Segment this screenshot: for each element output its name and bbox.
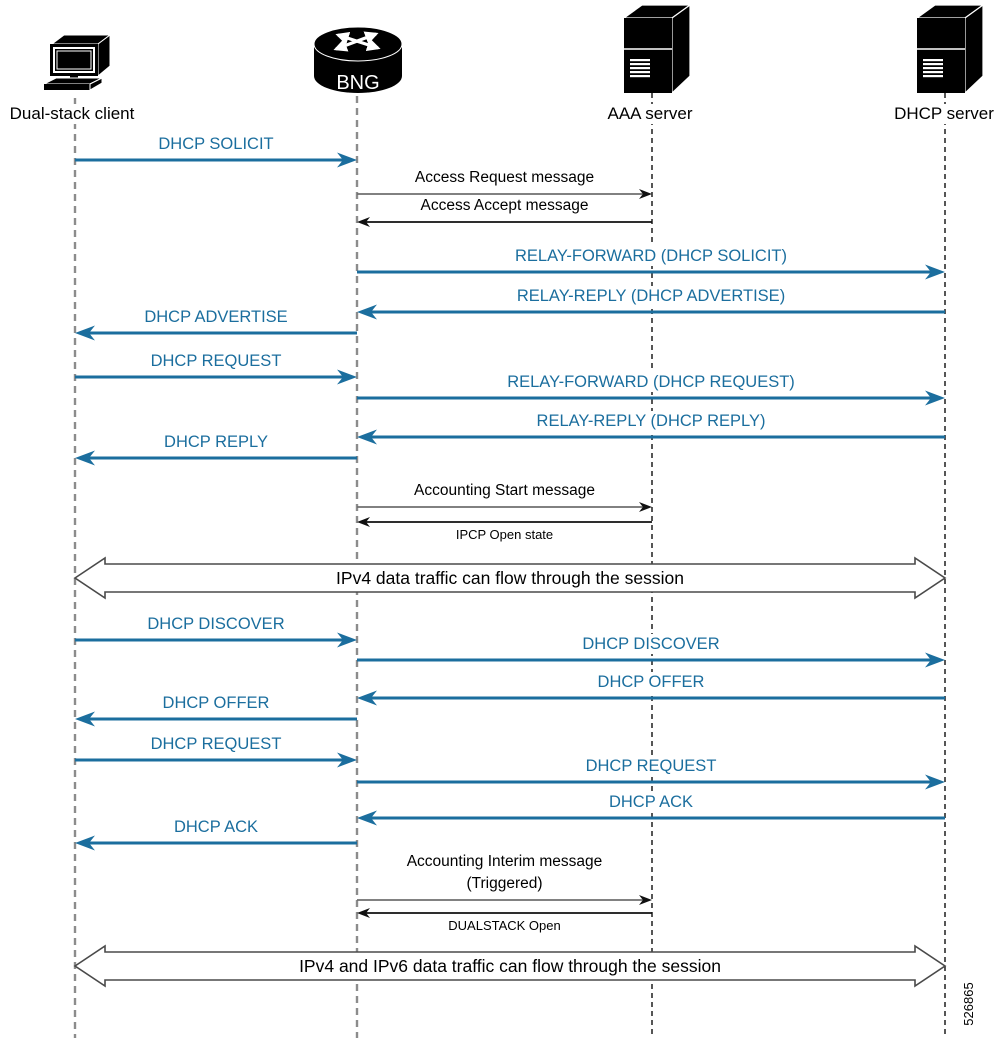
message-label: Access Accept message — [417, 196, 592, 216]
message-arrowhead — [639, 502, 652, 512]
lifeline-label-bng: BNG — [336, 72, 379, 94]
message-arrowhead — [357, 217, 370, 227]
lifeline-label-dhcp: DHCP server — [891, 104, 997, 124]
message-label: Access Request message — [411, 168, 598, 188]
traffic-band — [73, 944, 947, 988]
message-arrowhead — [357, 429, 377, 445]
message-arrowhead — [357, 304, 377, 320]
traffic-band — [73, 556, 947, 600]
message-label: DHCP OFFER — [594, 672, 708, 692]
figure-id: 526865 — [961, 982, 976, 1026]
desktop-computer-icon — [43, 34, 112, 91]
message-arrowhead — [75, 711, 95, 727]
message-arrowhead — [925, 390, 945, 406]
message-arrowhead — [639, 189, 652, 199]
message-label: RELAY-REPLY (DHCP REPLY) — [533, 411, 769, 431]
message-arrowhead — [357, 517, 370, 527]
message-arrowhead — [925, 652, 945, 668]
message-label: DHCP ADVERTISE — [141, 307, 291, 327]
message-arrowhead — [357, 810, 377, 826]
message-label: DHCP DISCOVER — [579, 634, 723, 654]
message-arrowhead — [925, 264, 945, 280]
message-label: RELAY-REPLY (DHCP ADVERTISE) — [513, 286, 789, 306]
server-icon — [915, 3, 985, 95]
message-arrowhead — [357, 908, 370, 918]
traffic-band-label: IPv4 and IPv6 data traffic can flow thro… — [299, 956, 721, 976]
message-label: DHCP SOLICIT — [155, 134, 277, 154]
message-arrowhead — [337, 369, 357, 385]
message-label: (Triggered) — [463, 874, 546, 894]
message-arrowhead — [337, 632, 357, 648]
lifeline-label-aaa: AAA server — [604, 104, 696, 124]
message-label: DHCP REQUEST — [582, 756, 720, 776]
message-arrowhead — [337, 752, 357, 768]
message-label: DHCP REQUEST — [147, 351, 285, 371]
router-icon: BNG — [313, 26, 403, 94]
message-label: DHCP REQUEST — [147, 734, 285, 754]
message-label: RELAY-FORWARD (DHCP REQUEST) — [504, 372, 798, 392]
message-label: DHCP ACK — [605, 792, 697, 812]
traffic-band-label: IPv4 data traffic can flow through the s… — [336, 568, 684, 588]
message-arrowhead — [75, 450, 95, 466]
message-arrowhead — [75, 325, 95, 341]
message-arrowhead — [75, 835, 95, 851]
message-label: DHCP ACK — [170, 817, 262, 837]
server-icon — [622, 3, 692, 95]
message-arrowhead — [337, 152, 357, 168]
message-label: DHCP REPLY — [161, 432, 271, 452]
message-label: Accounting Interim message — [403, 852, 606, 872]
message-arrowhead — [639, 895, 652, 905]
message-label: DHCP OFFER — [159, 693, 273, 713]
message-label: IPCP Open state — [452, 527, 557, 542]
message-label: DUALSTACK Open — [445, 918, 564, 933]
message-arrowhead — [925, 774, 945, 790]
message-arrowhead — [357, 690, 377, 706]
message-label: DHCP DISCOVER — [144, 614, 288, 634]
lifeline-label-client: Dual-stack client — [6, 104, 138, 124]
message-label: Accounting Start message — [411, 481, 598, 501]
message-label: RELAY-FORWARD (DHCP SOLICIT) — [512, 246, 790, 266]
